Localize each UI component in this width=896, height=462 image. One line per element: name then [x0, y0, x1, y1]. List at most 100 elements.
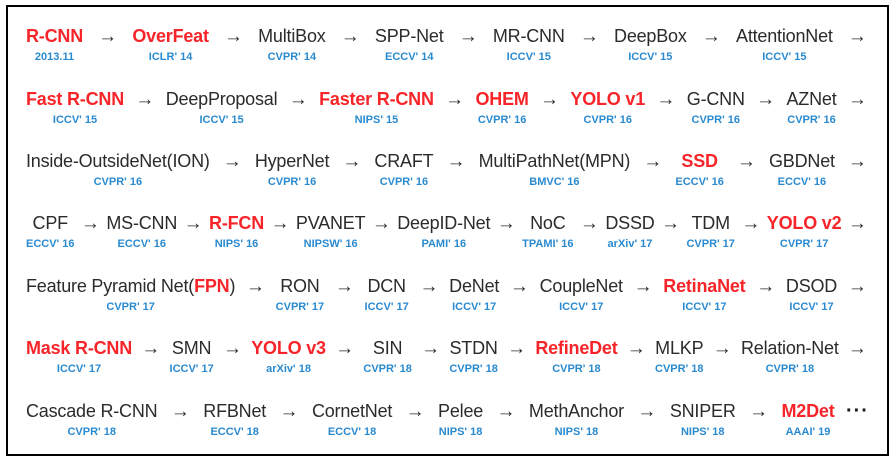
venue-label: ECCV' 14 — [384, 51, 434, 64]
model-name: RefineDet — [535, 338, 618, 359]
arrow-icon: → — [633, 275, 653, 297]
model-name: GBDNet — [769, 151, 835, 172]
model-name: MultiBox — [258, 26, 326, 47]
venue-label: CVPR' 17 — [779, 238, 829, 251]
model-entry: Faster R-CNN NIPS' 15 — [319, 87, 434, 127]
venue-label: NIPS' 15 — [354, 113, 399, 126]
arrow-icon: → — [847, 26, 867, 48]
model-name: M2Det — [781, 400, 835, 421]
model-name-highlight: FPN — [194, 275, 230, 296]
model-name: CoupleNet — [539, 275, 623, 296]
venue-label: NIPSW' 16 — [303, 238, 358, 251]
arrow-icon: → — [749, 400, 769, 422]
venue-label: ECCV' 16 — [675, 176, 724, 189]
venue-label: ICCV' 17 — [559, 300, 604, 313]
venue-label: ICCV' 15 — [628, 51, 673, 64]
venue-label: ECCV' 16 — [117, 238, 166, 251]
arrow-icon: → — [741, 213, 761, 235]
arrow-icon: → — [80, 213, 100, 235]
model-name: MultiPathNet(MPN) — [478, 151, 631, 172]
model-name: Relation-Net — [741, 338, 839, 359]
model-entry: PVANET NIPSW' 16 — [295, 211, 366, 251]
arrow-icon: → — [419, 275, 439, 297]
model-name: PVANET — [295, 213, 366, 234]
model-name: RFBNet — [203, 400, 267, 421]
arrow-icon: → — [141, 338, 161, 360]
model-name: NoC — [530, 213, 566, 234]
arrow-icon: → — [170, 400, 190, 422]
model-name: OHEM — [475, 88, 529, 109]
arrow-icon: → — [340, 26, 360, 48]
venue-label: CVPR' 18 — [552, 363, 601, 376]
model-name: Cascade R-CNN — [26, 400, 158, 421]
venue-label: ICCV' 17 — [682, 300, 727, 313]
arrow-icon: → — [579, 213, 599, 235]
venue-label: NIPS' 16 — [214, 238, 259, 251]
model-name: DeepID-Net — [397, 213, 491, 234]
model-name: Feature Pyramid Net(FPN) — [26, 275, 236, 296]
model-name: Fast R-CNN — [26, 88, 125, 109]
arrow-icon: → — [643, 151, 663, 173]
arrow-icon: → — [334, 275, 354, 297]
model-name: DeepBox — [614, 26, 687, 47]
venue-label: ICCV' 17 — [452, 300, 497, 313]
venue-label: CVPR' 18 — [655, 363, 704, 376]
model-name: SMN — [171, 338, 212, 359]
model-name: R-FCN — [209, 213, 265, 234]
arrow-icon: → — [270, 213, 290, 235]
arrow-icon: → — [421, 338, 441, 360]
model-name: SNIPER — [669, 400, 736, 421]
arrow-icon: → — [756, 275, 776, 297]
venue-label: NIPS' 18 — [554, 425, 599, 438]
venue-label: CVPR' 18 — [363, 363, 412, 376]
venue-label: arXiv' 18 — [266, 363, 311, 376]
model-name: Mask R-CNN — [26, 338, 133, 359]
model-name: Faster R-CNN — [319, 88, 434, 109]
venue-label: CVPR' 16 — [93, 176, 143, 189]
venue-label: ICCV' 15 — [506, 51, 551, 64]
arrow-icon: → — [847, 338, 867, 360]
model-entry: R-FCN NIPS' 16 — [209, 211, 264, 251]
model-name: CornetNet — [311, 400, 393, 421]
venue-label: 2013.11 — [34, 51, 75, 64]
venue-label: CVPR' 14 — [267, 51, 317, 64]
model-name: TDM — [691, 213, 730, 234]
arrow-icon: → — [626, 338, 646, 360]
arrow-icon: → — [509, 275, 529, 297]
model-entry: Inside-OutsideNet(ION)CVPR' 16 — [26, 149, 210, 189]
arrow-icon: → — [756, 88, 776, 110]
arrow-icon: → — [579, 26, 599, 48]
model-name: DeepProposal — [165, 88, 278, 109]
model-name: DSSD — [605, 213, 655, 234]
